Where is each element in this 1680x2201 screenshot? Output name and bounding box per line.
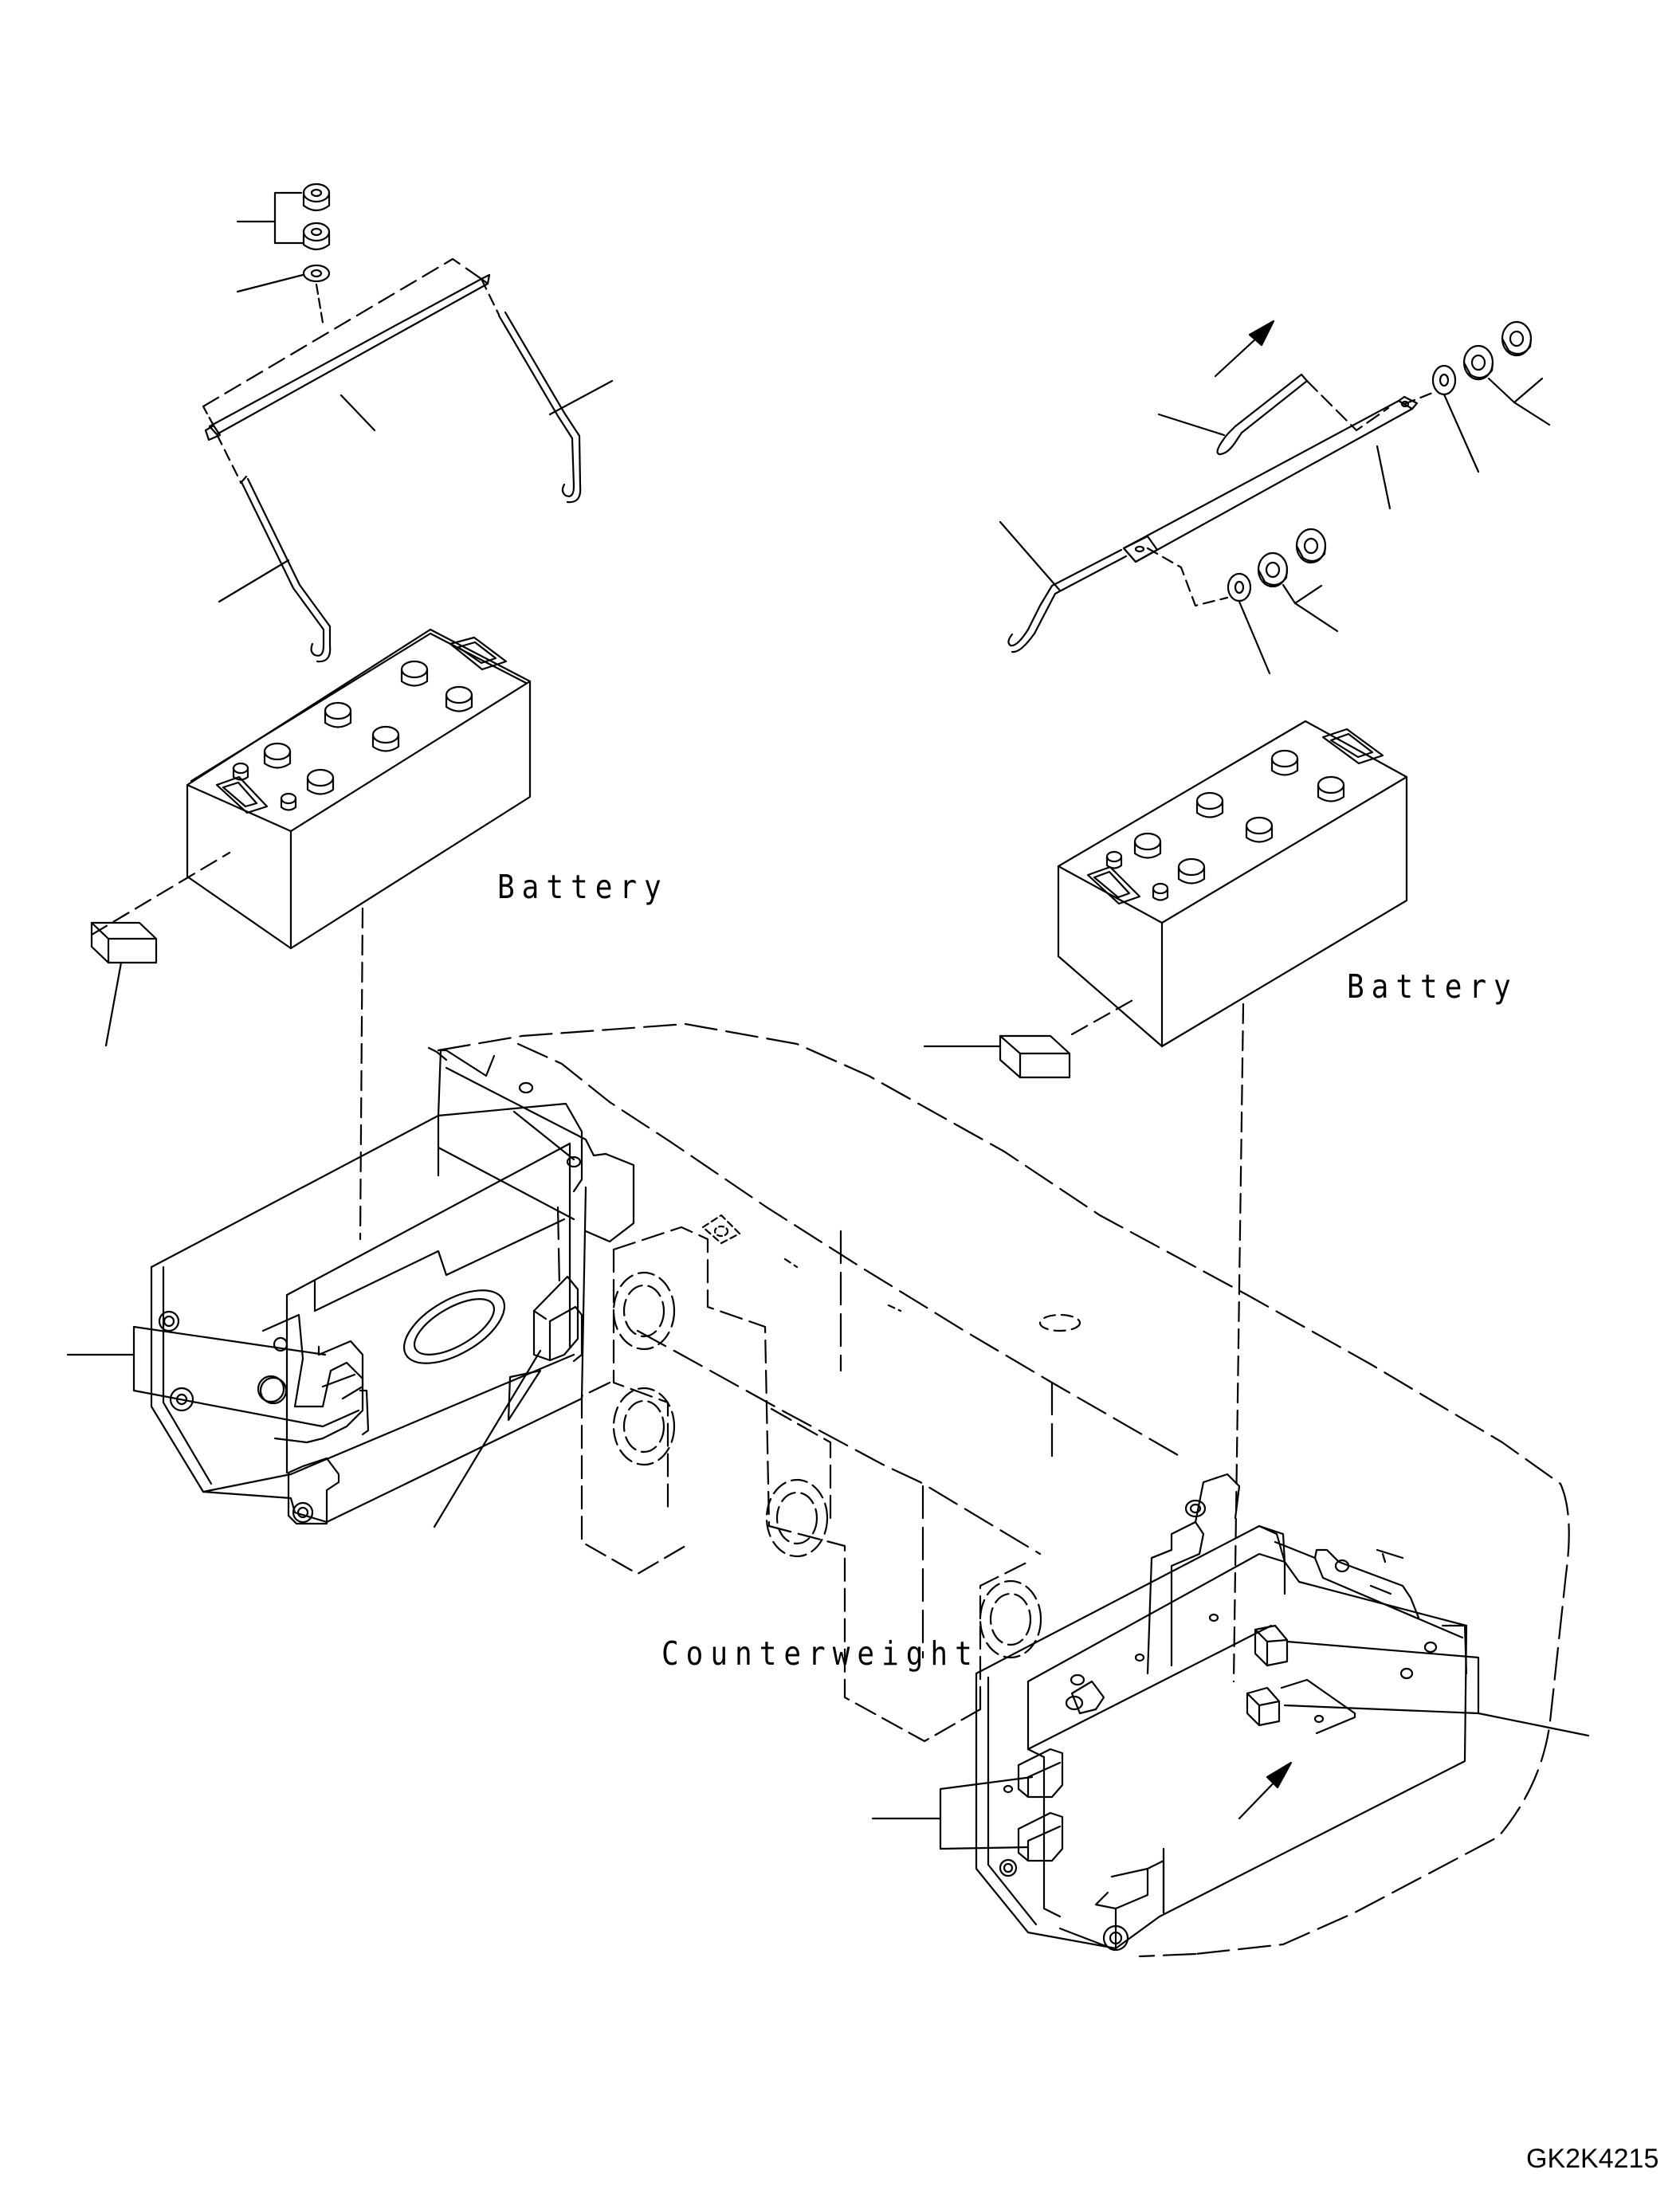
right-battery-pad [1000,1036,1070,1077]
left-nut-lower [304,223,329,249]
leader-nuts-left [237,193,303,243]
left-hold-down-assembly [203,184,612,661]
direction-arrow-head [1250,321,1274,345]
leader-washer-right-upper [1444,394,1478,472]
leader-left-pad [106,963,121,1046]
counterweight-label: Counterweight [661,1635,979,1673]
right-battery [1058,721,1407,1046]
right-nut-upper-2 [1502,322,1531,355]
left-j-bolt-rear [499,312,580,502]
leader-right-pads [1285,1642,1588,1736]
left-battery-pad [92,923,156,963]
right-hold-down-bar [1124,397,1417,562]
right-nut-lower-1 [1258,553,1287,587]
left-tray-oval-hole [392,1276,516,1379]
leader-nuts-right-lower [1283,585,1337,631]
leader-right-latch [873,1777,1032,1849]
left-bar-center-dash [203,259,481,406]
right-hold-down-assembly [1000,321,1549,673]
leader-j-bolt-left-rear [550,381,612,414]
left-nut-upper [304,184,329,210]
left-clip-pointer [508,1371,540,1420]
left-battery-alignment [360,908,363,1239]
leader-nuts-right-upper [1489,379,1549,425]
counterweight-bosses [614,1273,1041,1658]
leader-left-latch [68,1327,325,1426]
left-battery-handle-front [217,777,267,813]
right-washer-lower [1228,574,1250,601]
leader-j-bolt-right-lower [1000,522,1060,590]
right-j-bolt-lower [1008,550,1126,652]
right-nut-lower-2 [1297,529,1325,563]
battery-label-left: Battery [497,869,669,907]
leader-left-clip [434,1351,540,1527]
right-j-bolt-upper [1218,375,1307,454]
left-hold-down-bar [206,275,489,440]
right-battery-tray [976,1474,1466,1950]
leader-bar-left [341,395,375,430]
left-j-bolt-front [241,477,330,661]
right-nut-upper-1 [1464,346,1493,379]
right-bracket-arrow [1267,1763,1291,1787]
counterweight-lift-hole [1040,1315,1080,1331]
right-tray-pads [1247,1626,1287,1725]
right-battery-caps [1107,751,1344,900]
leader-washer-left [237,275,303,292]
left-washer [304,265,329,281]
counterweight-outline [438,1024,1569,1956]
leader-bar-right [1377,446,1390,508]
right-washer-upper [1433,366,1455,394]
right-battery-handle-front [1088,867,1140,904]
right-tray-latch [1019,1749,1062,1861]
left-battery-caps [234,661,472,810]
counterweight-mounting-blocks [582,1227,1028,1741]
left-tray-latch [258,1315,368,1442]
leader-j-bolt-right-upper [1159,414,1224,435]
left-battery-tray [151,1048,634,1524]
drawing-code: GK2K4215 [1526,2144,1659,2174]
left-battery-handle-rear [450,638,506,669]
left-tray-side-clip [534,1277,582,1361]
left-battery [92,630,530,948]
leader-washer-right-lower [1239,602,1270,673]
battery-label-right: Battery [1347,968,1518,1006]
right-battery-handle-rear [1323,729,1383,763]
leader-j-bolt-left-front [219,560,289,602]
right-battery-alignment [1234,1004,1243,1681]
